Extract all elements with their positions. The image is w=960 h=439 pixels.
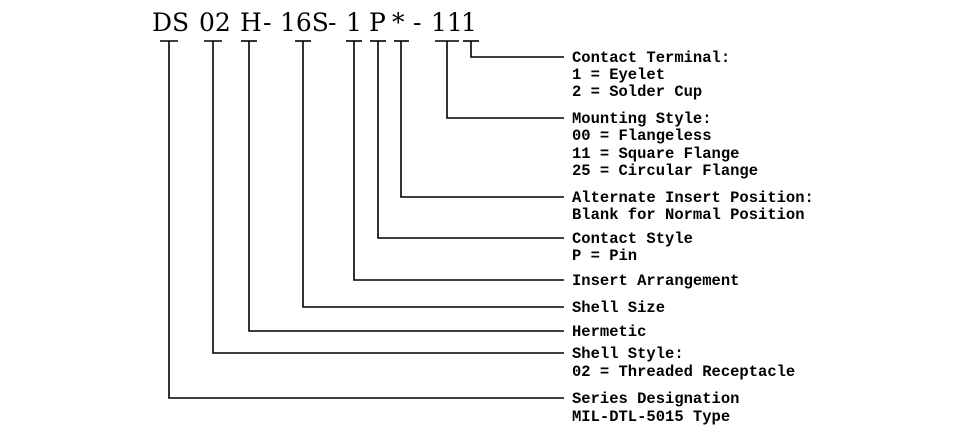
callout-shell-size: Shell Size bbox=[572, 299, 665, 317]
callout-hermetic: Hermetic bbox=[572, 323, 646, 341]
segment-shell-size: 16S bbox=[280, 8, 329, 37]
callout-title: Hermetic bbox=[572, 323, 646, 341]
segment-contact-style: P bbox=[369, 8, 386, 37]
callout-alternate-insert-position: Alternate Insert Position: Blank for Nor… bbox=[572, 189, 814, 224]
leader-series-designation bbox=[160, 40, 564, 399]
callout-line: P = Pin bbox=[572, 247, 637, 265]
segment-dash-3: - bbox=[413, 8, 421, 37]
leader-contact-terminal bbox=[463, 40, 564, 58]
callout-title: Shell Style: bbox=[572, 345, 684, 363]
callout-line: 11 = Square Flange bbox=[572, 145, 739, 163]
callout-line: 00 = Flangeless bbox=[572, 127, 712, 145]
callout-line: MIL-DTL-5015 Type bbox=[572, 408, 730, 426]
callout-mounting-style: Mounting Style: 00 = Flangeless 11 = Squ… bbox=[572, 110, 758, 180]
leader-alternate-insert-position bbox=[394, 40, 564, 198]
callout-title: Series Designation bbox=[572, 390, 739, 408]
callout-series-designation: Series Designation MIL-DTL-5015 Type bbox=[572, 390, 739, 426]
callouts: Contact Terminal: 1 = Eyelet 2 = Solder … bbox=[572, 49, 814, 426]
callout-line: 02 = Threaded Receptacle bbox=[572, 363, 795, 381]
segment-alternate-position: * bbox=[392, 8, 405, 37]
callout-line: 2 = Solder Cup bbox=[572, 83, 702, 101]
segment-dash-2: - bbox=[328, 8, 336, 37]
segment-contact-terminal: 1 bbox=[461, 8, 477, 37]
part-number: DS 02 H - 16S - 1 P * - 11 1 bbox=[152, 8, 477, 37]
leader-contact-style bbox=[370, 40, 564, 239]
callout-contact-terminal: Contact Terminal: 1 = Eyelet 2 = Solder … bbox=[572, 49, 730, 101]
callout-line: 1 = Eyelet bbox=[572, 66, 665, 84]
leader-shell-style bbox=[204, 40, 564, 354]
callout-shell-style: Shell Style: 02 = Threaded Receptacle bbox=[572, 345, 795, 381]
segment-dash-1: - bbox=[263, 8, 271, 37]
callout-title: Mounting Style: bbox=[572, 110, 712, 128]
callout-title: Shell Size bbox=[572, 299, 665, 317]
segment-insert-arrangement: 1 bbox=[346, 8, 362, 37]
leader-hermetic bbox=[241, 40, 564, 332]
callout-title: Contact Terminal: bbox=[572, 49, 730, 67]
segment-hermetic: H bbox=[240, 8, 262, 37]
callout-line: 25 = Circular Flange bbox=[572, 162, 758, 180]
leader-shell-size bbox=[295, 40, 564, 308]
segment-mounting-style: 11 bbox=[431, 8, 463, 37]
leader-lines bbox=[160, 40, 564, 399]
callout-insert-arrangement: Insert Arrangement bbox=[572, 272, 739, 290]
leader-insert-arrangement bbox=[346, 40, 564, 281]
leader-mounting-style bbox=[435, 40, 564, 119]
callout-contact-style: Contact Style P = Pin bbox=[572, 230, 693, 265]
callout-title: Insert Arrangement bbox=[572, 272, 739, 290]
callout-title: Alternate Insert Position: bbox=[572, 189, 814, 207]
callout-title: Contact Style bbox=[572, 230, 693, 248]
segment-shell-style: 02 bbox=[199, 8, 231, 37]
callout-line: Blank for Normal Position bbox=[572, 206, 805, 224]
segment-series-prefix: DS bbox=[152, 8, 189, 37]
